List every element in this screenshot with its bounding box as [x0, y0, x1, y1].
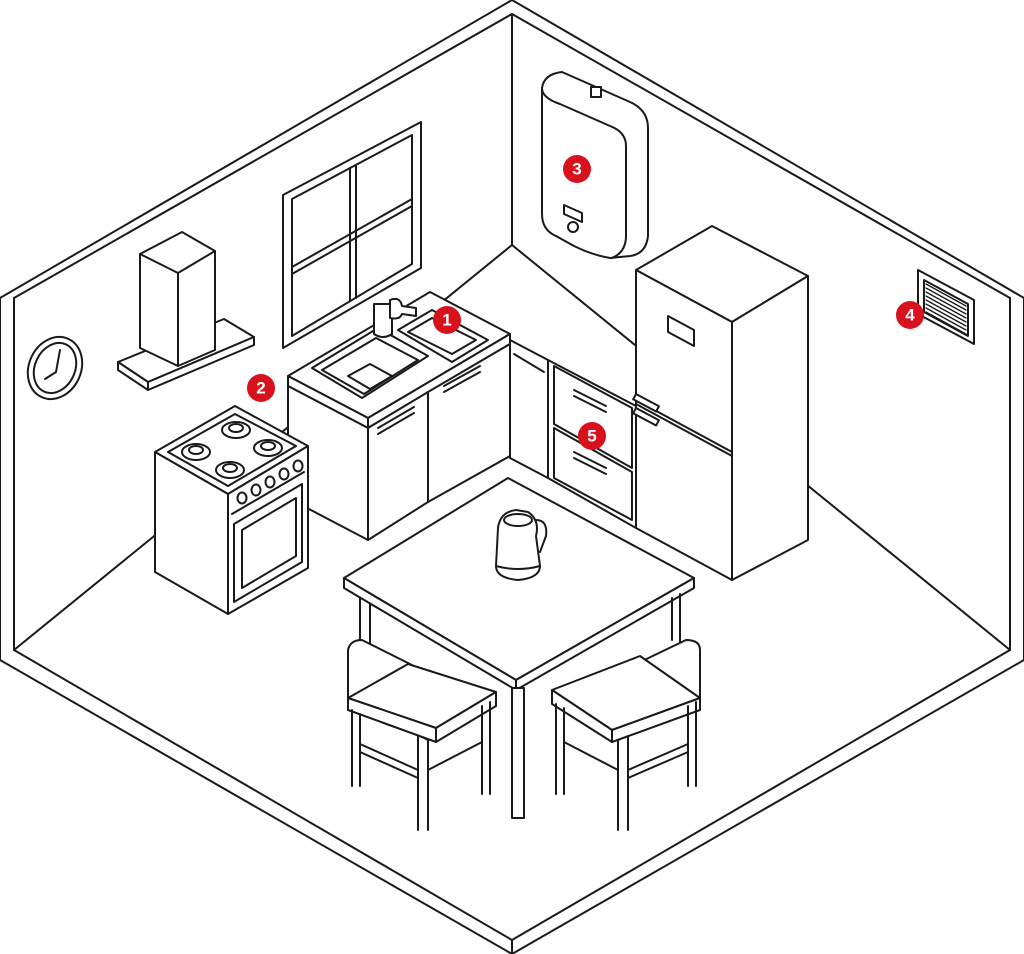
range-hood: [117, 231, 255, 391]
vent-grille: [917, 269, 975, 345]
water-heater: [541, 71, 649, 259]
marker-1[interactable]: 1: [433, 306, 461, 334]
vent-slat: [925, 299, 967, 323]
burner-cap: [188, 445, 204, 455]
marker-5-label: 5: [587, 427, 596, 446]
stove-knob: [264, 475, 276, 489]
stove-knob: [292, 459, 304, 473]
stove-knob: [236, 491, 248, 505]
vent-slat: [925, 287, 967, 311]
marker-3-circle: [563, 155, 591, 183]
marker-1-circle: [433, 306, 461, 334]
marker-1-label: 1: [442, 311, 451, 330]
marker-4-circle: [896, 301, 924, 329]
vent-slat: [925, 311, 967, 335]
vent-slat: [925, 291, 967, 315]
marker-4[interactable]: 4: [896, 301, 924, 329]
stove-knob: [278, 467, 290, 481]
marker-2-circle: [247, 374, 275, 402]
marker-3[interactable]: 3: [563, 155, 591, 183]
window: [282, 121, 422, 349]
vent-slat: [925, 283, 967, 307]
vent-slat: [925, 303, 967, 327]
burner-cap: [222, 463, 238, 473]
refrigerator: [632, 225, 809, 581]
marker-2[interactable]: 2: [247, 374, 275, 402]
chair-right: [551, 639, 701, 831]
marker-3-label: 3: [572, 160, 581, 179]
marker-5-circle: [578, 422, 606, 450]
vent-slat: [925, 307, 967, 331]
burner-cap: [260, 441, 276, 451]
kettle: [495, 509, 548, 581]
marker-2-label: 2: [256, 379, 265, 398]
marker-5[interactable]: 5: [578, 422, 606, 450]
wall-clock: [26, 335, 84, 401]
chair-left: [347, 639, 497, 831]
gas-stove: [154, 405, 309, 615]
vent-slat: [925, 295, 967, 319]
counter-unit: [287, 291, 637, 541]
burner-cap: [228, 423, 244, 433]
marker-4-label: 4: [905, 306, 915, 325]
stove-knob: [250, 483, 262, 497]
marker-badges: 1 2 3 4 5: [247, 155, 924, 450]
